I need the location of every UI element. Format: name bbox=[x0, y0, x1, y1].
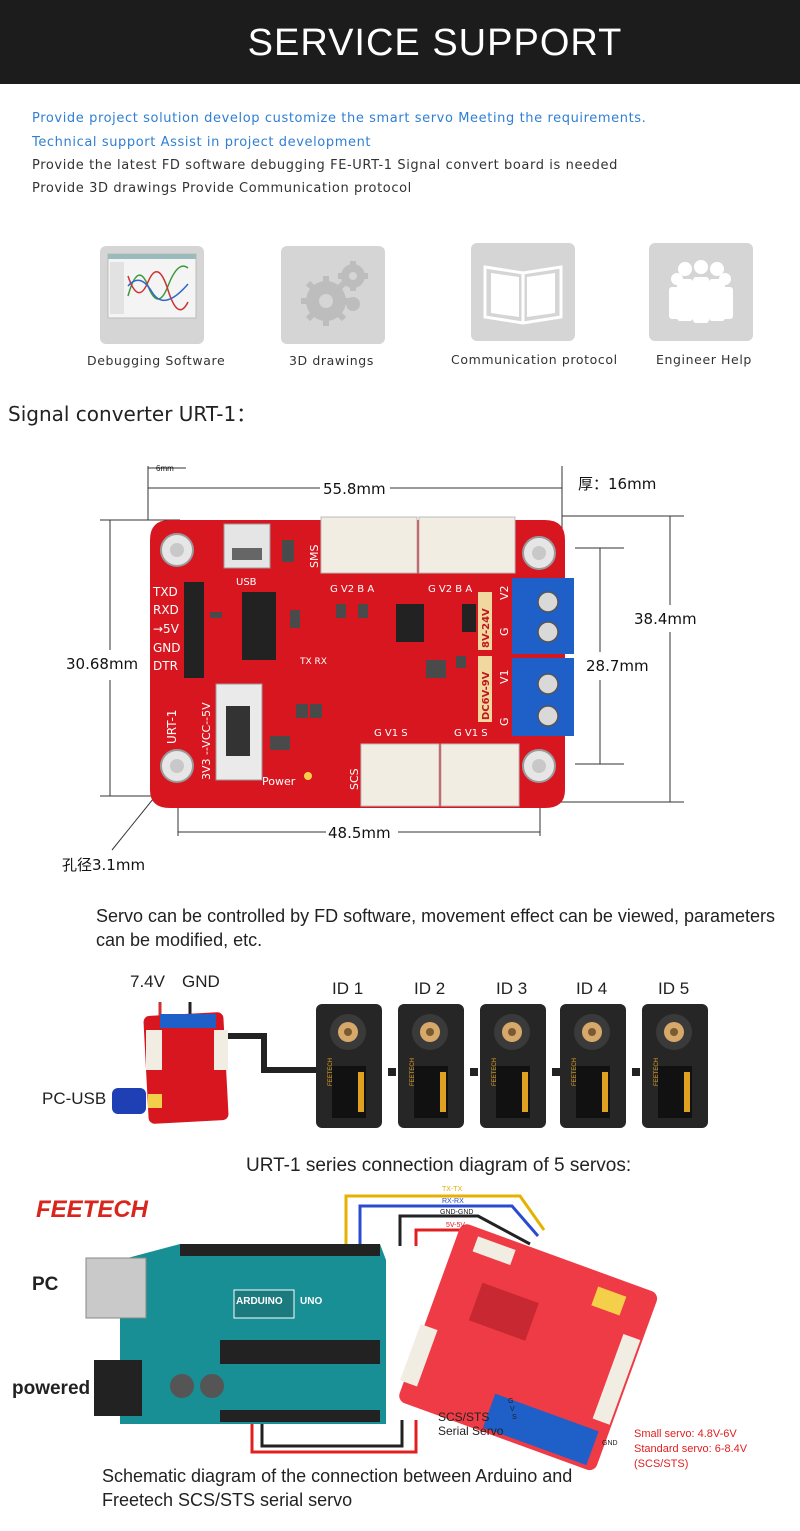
service-line-3: Provide the latest FD software debugging… bbox=[32, 158, 618, 173]
gears-icon bbox=[301, 261, 368, 326]
servo-id-label: ID 2 bbox=[414, 979, 446, 998]
servo-id-label: ID 5 bbox=[658, 979, 690, 998]
conn-bottom-right-label: G V1 S bbox=[454, 728, 488, 739]
tile-label-engineer: Engineer Help bbox=[656, 352, 752, 367]
dim-thickness: 厚：16mm bbox=[578, 475, 657, 493]
urt1-board-name: URT-1 bbox=[165, 710, 179, 744]
powered-label: powered bbox=[12, 1378, 91, 1399]
label-7-4v: 7.4V bbox=[130, 972, 165, 991]
note-small-servo: Small servo: 4.8V-6V bbox=[634, 1428, 737, 1440]
power-label: Power bbox=[262, 775, 296, 788]
pin-v-label: V bbox=[510, 1406, 515, 1413]
conn-top-left-label: G V2 B A bbox=[330, 584, 374, 595]
wire-tx-label: TX-TX bbox=[442, 1186, 463, 1193]
dim-hole-diameter: 孔径3.1mm bbox=[62, 856, 146, 874]
usb-label: USB bbox=[236, 577, 257, 588]
banner-title: SERVICE SUPPORT bbox=[247, 22, 623, 64]
voltage-low-label: DC6V-9V bbox=[481, 671, 492, 720]
servo-image bbox=[316, 1004, 382, 1128]
tile-label-debugging: Debugging Software bbox=[87, 353, 226, 368]
wire-5v-label: 5V-5V bbox=[446, 1222, 466, 1229]
arduino-caption-line-1: Schematic diagram of the connection betw… bbox=[102, 1466, 573, 1486]
serial-servo-label: Serial Servo bbox=[438, 1424, 504, 1438]
dim-height-outer: 38.4mm bbox=[634, 610, 697, 628]
scs-sts-label: SCS/STS bbox=[438, 1410, 490, 1424]
servo-link-cable bbox=[388, 1068, 396, 1076]
pin-dtr: DTR bbox=[153, 659, 178, 673]
txrx-label: TX RX bbox=[299, 657, 327, 667]
servo-link-cable bbox=[470, 1068, 478, 1076]
dim-hole-spacing: 48.5mm bbox=[328, 824, 391, 842]
arduino-caption-line-2: Freetech SCS/STS serial servo bbox=[102, 1490, 353, 1510]
conn-top-right-label: G V2 B A bbox=[428, 584, 472, 595]
3d-drawings-tile[interactable] bbox=[281, 246, 385, 344]
servo-link-cable bbox=[552, 1068, 560, 1076]
dim-offset: 6mm bbox=[156, 464, 174, 473]
servo-id-label: ID 1 bbox=[332, 979, 364, 998]
servo-image bbox=[560, 1004, 626, 1128]
wire-gnd-label: GND-GND bbox=[440, 1209, 474, 1216]
feetech-logo: FEETECH bbox=[36, 1196, 149, 1223]
service-line-4: Provide 3D drawings Provide Communicatio… bbox=[32, 181, 412, 196]
debugging-software-tile[interactable] bbox=[100, 246, 204, 344]
servo-image bbox=[398, 1004, 464, 1128]
urt1-board-diagram: TXD RXD →5V GND DTR USB Power TX RX G V2… bbox=[100, 466, 684, 851]
series-caption: URT-1 series connection diagram of 5 ser… bbox=[246, 1155, 632, 1176]
pin-s-label: S bbox=[512, 1414, 517, 1421]
service-line-2: Technical support Assist in project deve… bbox=[32, 135, 372, 150]
team-people-icon bbox=[669, 260, 733, 323]
fd-software-caption: Servo can be controlled by FD software, … bbox=[96, 906, 775, 950]
servo-image bbox=[480, 1004, 546, 1128]
tile-label-protocol: Communication protocol bbox=[451, 352, 618, 367]
term-v1-label: V1 bbox=[498, 669, 511, 684]
pin-txd: TXD bbox=[152, 585, 178, 599]
waveform-software-icon bbox=[107, 253, 197, 319]
service-line-1: Provide project solution develop customi… bbox=[32, 111, 647, 126]
open-book-icon bbox=[483, 265, 563, 325]
wire-rx-label: RX-RX bbox=[442, 1198, 464, 1205]
term-g-bottom-label: G bbox=[498, 717, 511, 726]
voltage-high-label: 8V-24V bbox=[481, 608, 492, 648]
note-standard-servo: Standard servo: 6-8.4V bbox=[634, 1443, 748, 1455]
servo-link-cable bbox=[632, 1068, 640, 1076]
voltage-select-label: 3V3 --VCC--5V bbox=[200, 702, 213, 780]
servo-id-label: ID 4 bbox=[576, 979, 608, 998]
label-pc-usb: PC-USB bbox=[42, 1089, 107, 1108]
term-g-top-label: G bbox=[498, 627, 511, 636]
service-support-banner: SERVICE SUPPORT bbox=[0, 0, 800, 84]
engineer-help-tile[interactable] bbox=[649, 243, 753, 341]
signal-converter-title: Signal converter URT-1： bbox=[8, 402, 257, 426]
pin-gnd: GND bbox=[153, 641, 181, 655]
conn-bottom-left-label: G V1 S bbox=[374, 728, 408, 739]
arduino-board-model: UNO bbox=[300, 1296, 323, 1307]
scs-label: SCS bbox=[348, 768, 361, 790]
label-gnd: GND bbox=[182, 972, 220, 991]
tile-label-3d: 3D drawings bbox=[289, 353, 374, 368]
pc-label: PC bbox=[32, 1274, 59, 1295]
dim-width: 55.8mm bbox=[323, 480, 386, 498]
servo-id-label: ID 3 bbox=[496, 979, 528, 998]
note-scs-sts: (SCS/STS) bbox=[634, 1458, 689, 1470]
dim-height-terminal: 28.7mm bbox=[586, 657, 649, 675]
arduino-board-text: ARDUINO bbox=[236, 1296, 283, 1307]
pin-rxd: RXD bbox=[153, 603, 179, 617]
pin-5v: →5V bbox=[153, 622, 180, 636]
sms-label: SMS bbox=[308, 545, 321, 568]
gnd-tag: GND bbox=[602, 1440, 618, 1447]
dim-height-left: 30.68mm bbox=[66, 655, 139, 673]
servo-image bbox=[642, 1004, 708, 1128]
pin-g-label: G bbox=[508, 1398, 514, 1405]
communication-protocol-tile[interactable] bbox=[471, 243, 575, 341]
term-v2-label: V2 bbox=[498, 585, 511, 600]
